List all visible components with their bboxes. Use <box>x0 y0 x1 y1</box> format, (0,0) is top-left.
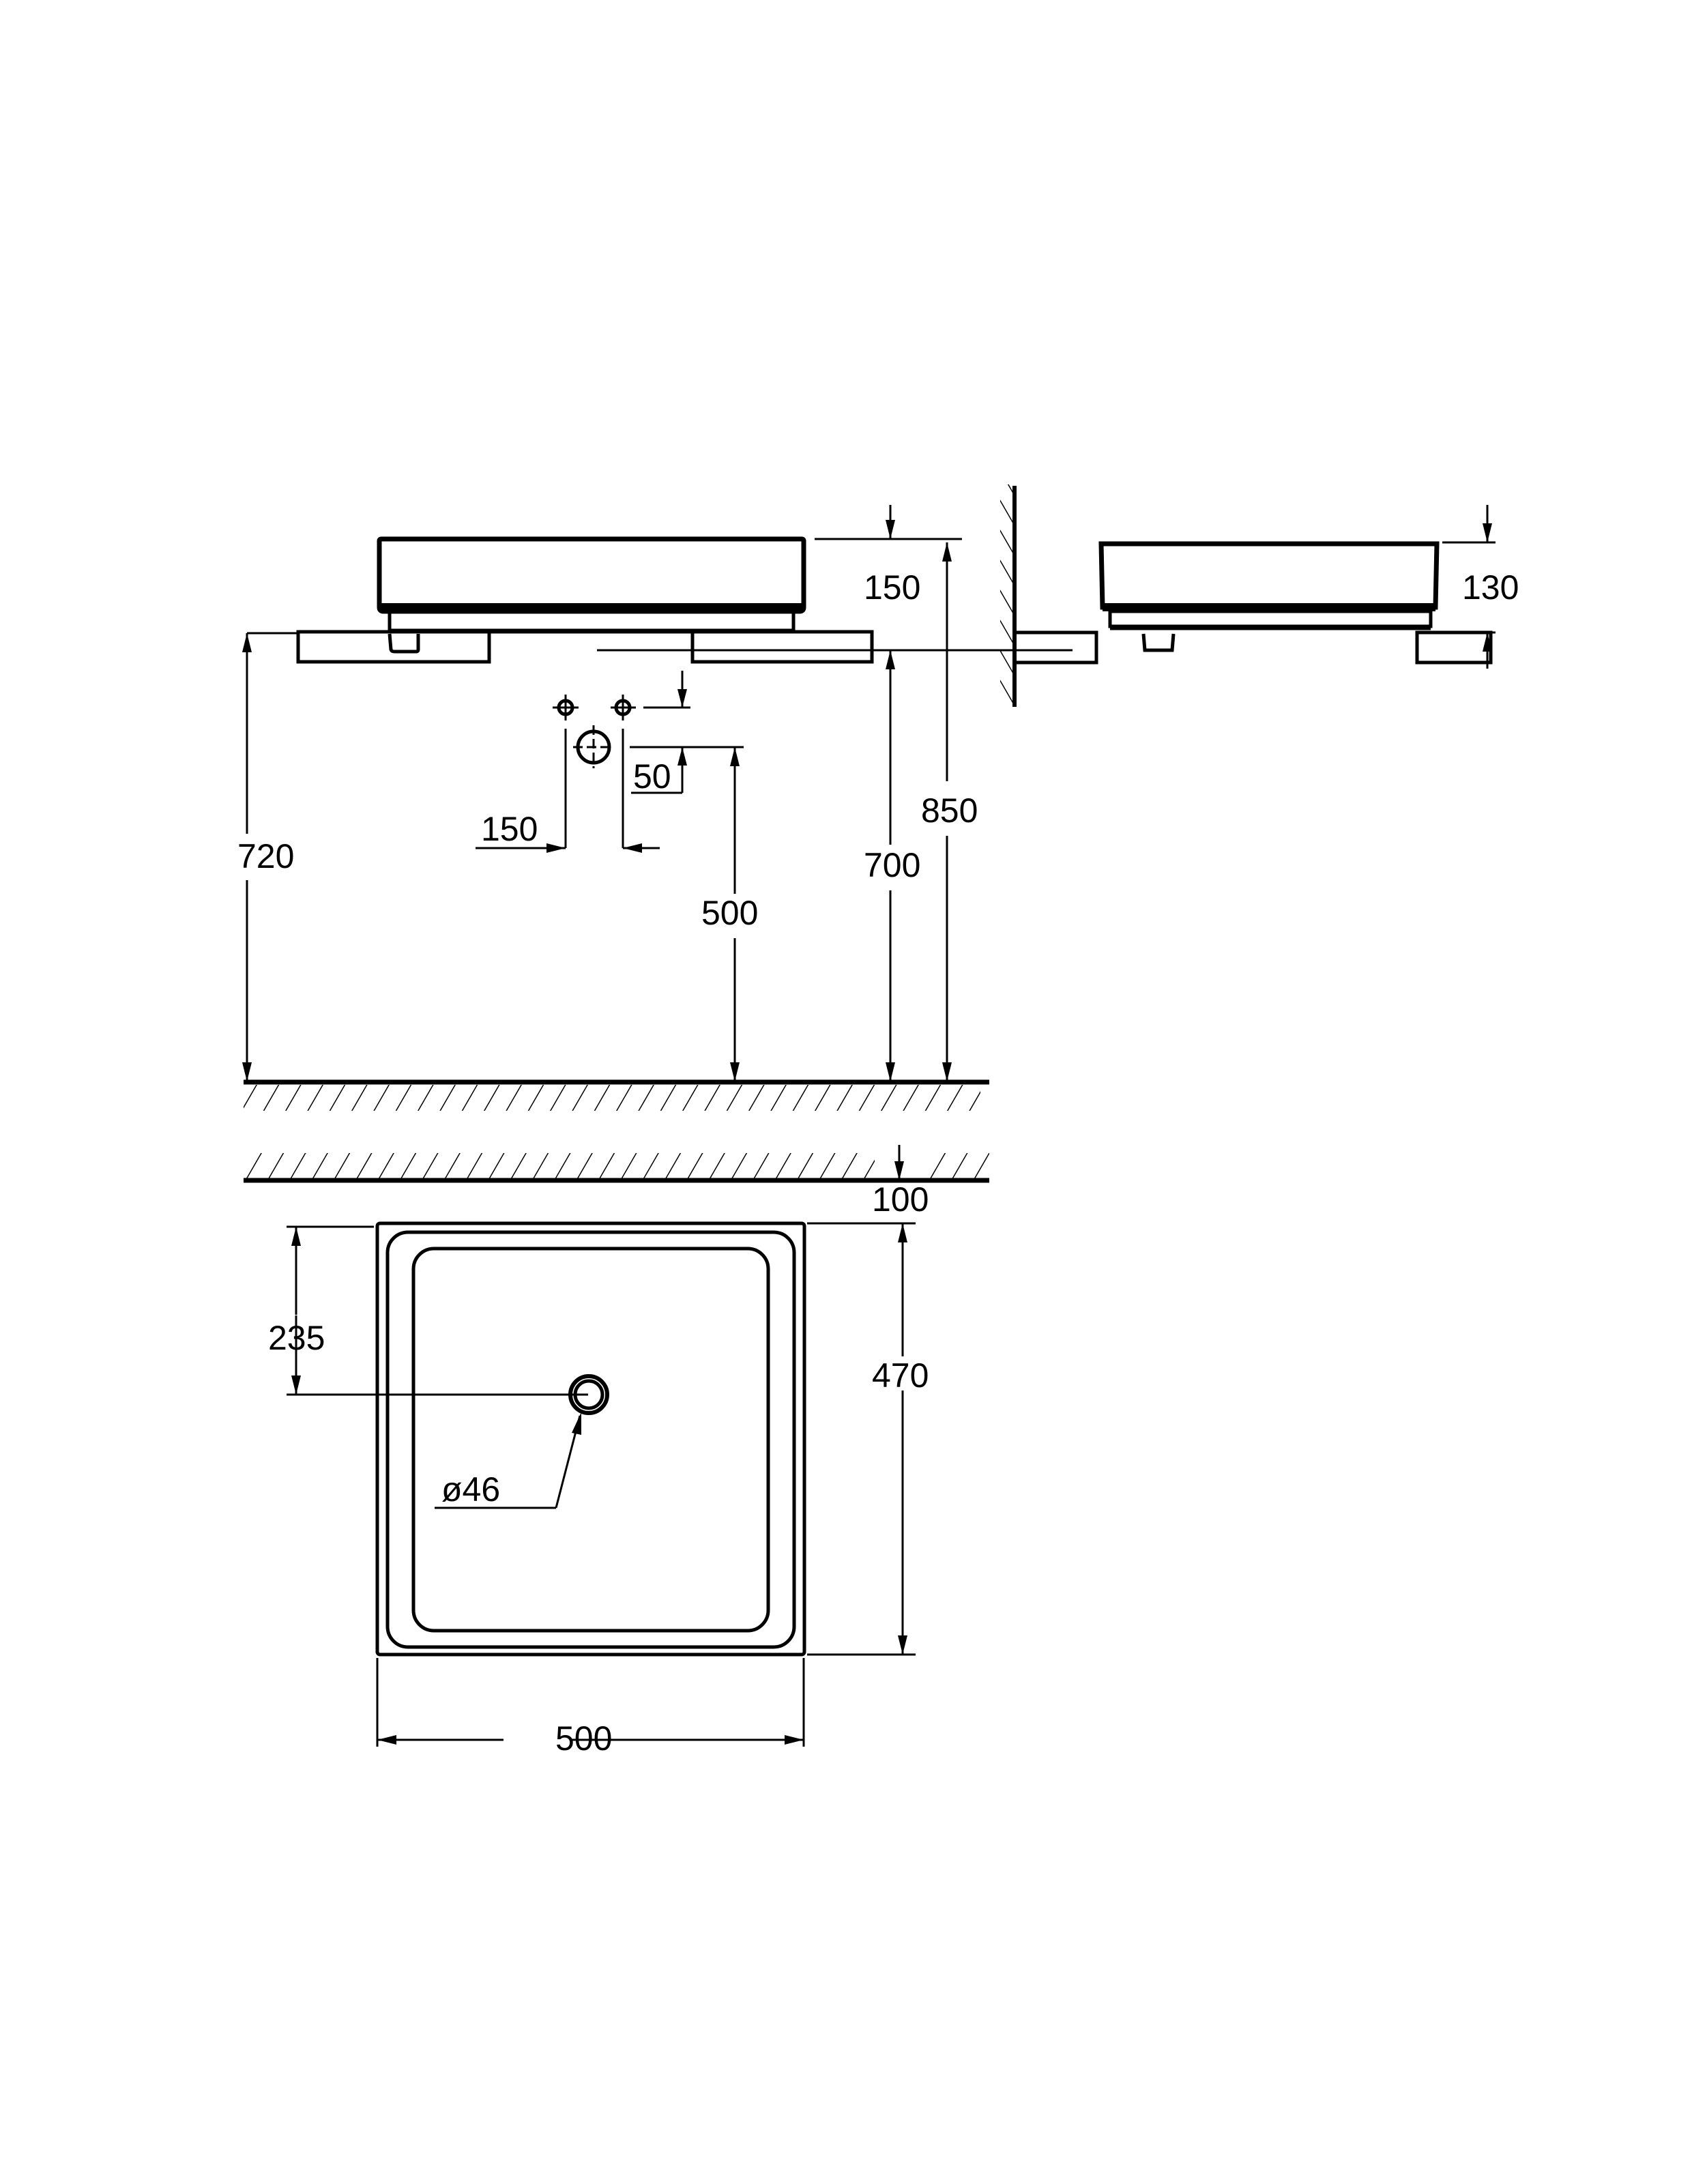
dim-wall-distance: 100 <box>872 1145 929 1219</box>
label-basin-height: 150 <box>864 568 920 607</box>
countertop-side-section <box>1012 630 1493 665</box>
wall-plan-section <box>244 1153 989 1183</box>
label-depth: 470 <box>872 1356 929 1395</box>
label-total-height: 850 <box>921 791 978 830</box>
label-width: 500 <box>555 1719 612 1758</box>
side-elevation-view: 130 <box>1000 484 1519 707</box>
tap-hole-left-icon <box>553 695 579 720</box>
label-tap-height: 500 <box>701 894 758 932</box>
label-wall-distance: 100 <box>872 1180 929 1219</box>
dim-total-height: 850 <box>921 542 978 1081</box>
front-elevation-view: 150 50 500 720 <box>237 505 1073 1111</box>
dim-drain-diameter: ø46 <box>435 1412 581 1509</box>
dim-drain-height: 700 <box>864 649 920 1081</box>
dim-drain-center: 235 <box>268 1225 588 1396</box>
label-drain-diameter: ø46 <box>441 1470 500 1509</box>
waste-outlet-icon <box>573 725 614 768</box>
label-tap-spacing: 150 <box>481 810 538 848</box>
dim-counter-height: 720 <box>237 632 298 1081</box>
label-drain-height: 700 <box>864 846 920 884</box>
floor-section <box>244 1079 989 1111</box>
label-side-basin-height: 130 <box>1462 568 1519 607</box>
plan-view: 100 235 ø46 <box>244 1145 989 1758</box>
tap-hole-right-icon <box>611 695 636 720</box>
dim-tap-offset: 50 <box>630 671 744 796</box>
dim-width: 500 <box>376 1658 805 1758</box>
dim-basin-height: 150 <box>815 505 962 607</box>
countertop-section <box>296 630 874 664</box>
dim-tap-spacing: 150 <box>476 729 660 853</box>
label-tap-offset: 50 <box>633 757 671 796</box>
label-drain-center: 235 <box>268 1319 325 1357</box>
label-counter-height: 720 <box>237 837 294 875</box>
dim-depth: 470 <box>807 1222 929 1656</box>
dim-side-basin-height: 130 <box>1442 505 1519 669</box>
basin-front-outline <box>377 536 806 634</box>
basin-side-outline <box>1098 541 1440 630</box>
wall-section <box>1000 484 1017 707</box>
dim-tap-height: 500 <box>701 747 758 1081</box>
basin-plan-outline <box>375 1221 806 1657</box>
